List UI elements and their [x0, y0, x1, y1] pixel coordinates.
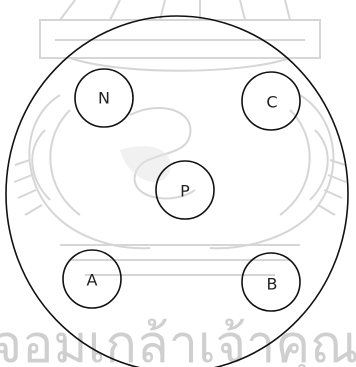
node-p-label: P — [180, 182, 190, 201]
watermark-text: จอมเกล้าเจ้าคุณ — [0, 315, 356, 367]
node-a-label: A — [87, 271, 98, 290]
node-b-label: B — [267, 275, 278, 294]
node-a: A — [63, 250, 121, 308]
node-p: P — [156, 161, 214, 219]
node-n-label: N — [98, 89, 110, 108]
node-n: N — [75, 69, 133, 127]
node-c-label: C — [266, 93, 277, 112]
node-c: C — [242, 72, 300, 130]
node-b: B — [242, 253, 300, 311]
